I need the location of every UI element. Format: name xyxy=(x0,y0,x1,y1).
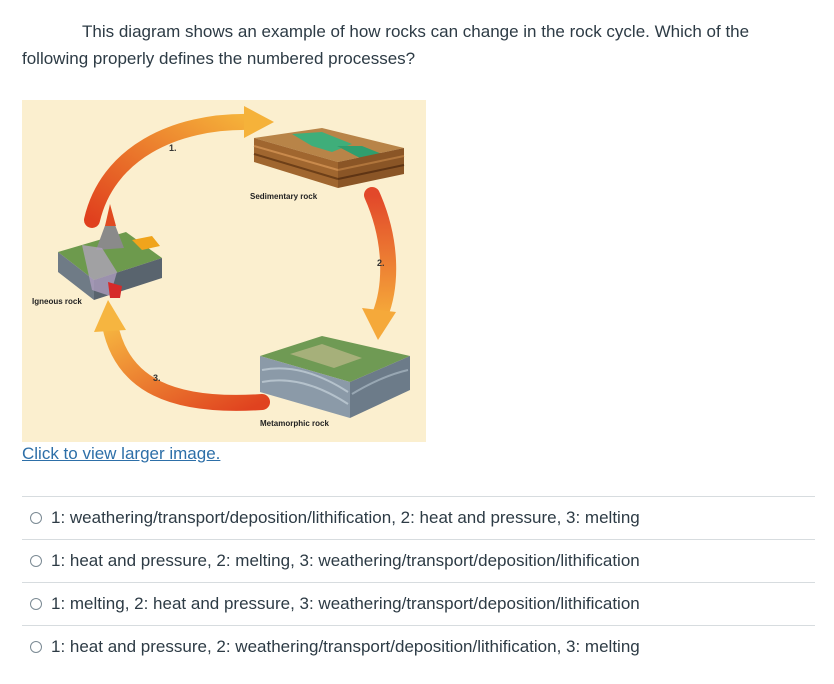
view-larger-image-link[interactable]: Click to view larger image. xyxy=(22,444,221,463)
answer-option-1[interactable]: 1: weathering/transport/deposition/lithi… xyxy=(22,496,815,539)
rock-cycle-illustration: Sedimentary rock Igneous rock Metamorphi… xyxy=(32,106,410,428)
rock-cycle-diagram[interactable]: Sedimentary rock Igneous rock Metamorphi… xyxy=(22,100,426,442)
process-number-1: 1. xyxy=(169,143,177,153)
sedimentary-block xyxy=(253,128,405,188)
arrow-2 xyxy=(364,187,397,323)
answer-option-2[interactable]: 1: heat and pressure, 2: melting, 3: wea… xyxy=(22,539,815,582)
answer-label: 1: melting, 2: heat and pressure, 3: wea… xyxy=(51,594,640,613)
metamorphic-label: Metamorphic rock xyxy=(260,419,329,428)
arrow-3 xyxy=(102,317,270,411)
answer-label: 1: heat and pressure, 2: melting, 3: wea… xyxy=(51,551,640,570)
metamorphic-block xyxy=(260,336,410,418)
arrow-1 xyxy=(84,113,260,228)
radio-button[interactable] xyxy=(30,598,42,610)
process-number-3: 3. xyxy=(153,373,161,383)
answer-option-4[interactable]: 1: heat and pressure, 2: weathering/tran… xyxy=(22,625,815,668)
process-number-2: 2. xyxy=(377,258,385,268)
arrow-3-head xyxy=(94,300,126,332)
igneous-block xyxy=(58,204,162,300)
answer-option-3[interactable]: 1: melting, 2: heat and pressure, 3: wea… xyxy=(22,582,815,625)
answer-list: 1: weathering/transport/deposition/lithi… xyxy=(22,496,815,668)
answer-label: 1: heat and pressure, 2: weathering/tran… xyxy=(51,637,640,656)
igneous-label: Igneous rock xyxy=(32,297,82,306)
question-text: This diagram shows an example of how roc… xyxy=(22,22,750,68)
sedimentary-label: Sedimentary rock xyxy=(250,192,318,201)
answer-label: 1: weathering/transport/deposition/lithi… xyxy=(51,508,640,527)
arrow-1-head xyxy=(244,106,274,138)
radio-button[interactable] xyxy=(30,641,42,653)
radio-button[interactable] xyxy=(30,512,42,524)
arrow-2-head xyxy=(362,308,396,340)
radio-button[interactable] xyxy=(30,555,42,567)
